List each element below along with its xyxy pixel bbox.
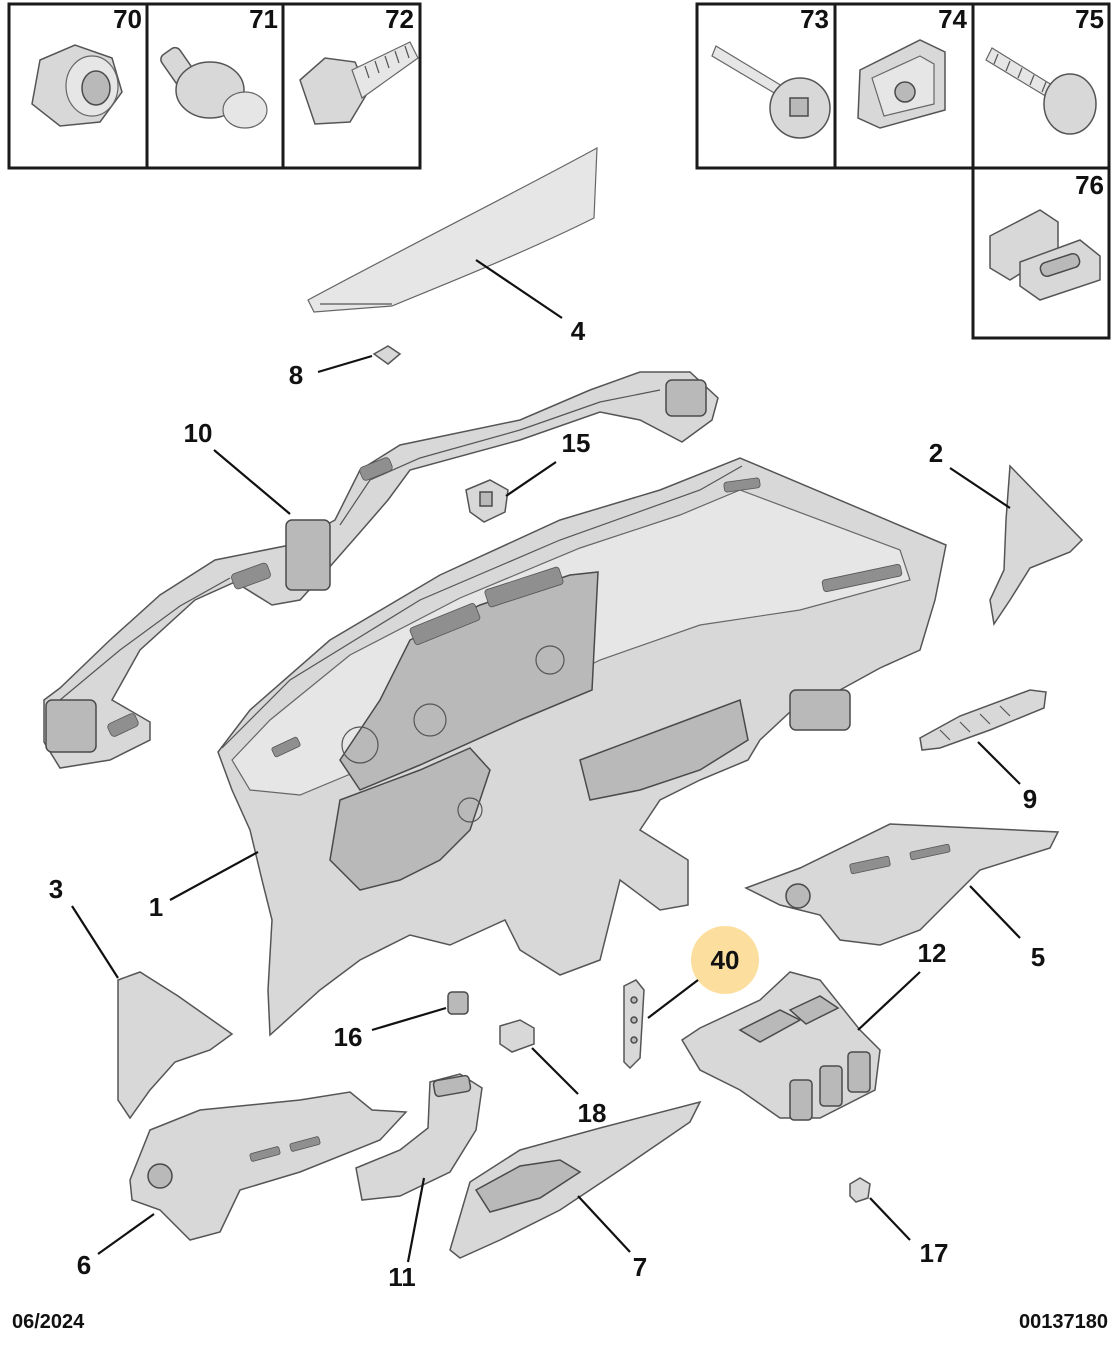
leader-12 bbox=[857, 971, 921, 1031]
leader-6 bbox=[97, 1213, 155, 1255]
hex-flange-bolt-icon bbox=[299, 41, 419, 125]
leader-9 bbox=[977, 741, 1021, 785]
leader-11 bbox=[406, 1177, 426, 1263]
part-9-bracket[interactable] bbox=[919, 689, 1047, 751]
callout-18[interactable]: 18 bbox=[578, 1098, 607, 1128]
fastener-box-70-label: 70 bbox=[113, 4, 142, 34]
part-3-left-end-trim[interactable] bbox=[117, 971, 234, 1120]
callout-16[interactable]: 16 bbox=[334, 1022, 363, 1052]
flange-nut-icon bbox=[31, 44, 123, 127]
callout-12[interactable]: 12 bbox=[918, 938, 947, 968]
leader-40 bbox=[647, 979, 699, 1019]
callout-1[interactable]: 1 bbox=[149, 892, 163, 922]
fastener-box-75[interactable]: 75 bbox=[971, 2, 1111, 170]
leader-2 bbox=[949, 467, 1011, 509]
part-8-clip[interactable] bbox=[372, 345, 402, 365]
part-1-dashboard[interactable] bbox=[217, 457, 947, 1037]
self-tapping-screw-icon bbox=[985, 47, 1097, 135]
fastener-box-73-label: 73 bbox=[800, 4, 829, 34]
callout-17[interactable]: 17 bbox=[920, 1238, 949, 1268]
fastener-box-72-label: 72 bbox=[385, 4, 414, 34]
callout-labels: 4 8 10 15 2 9 1 3 5 12 40 16 18 6 11 7 1… bbox=[49, 316, 1045, 1292]
part-4-upper-trim[interactable] bbox=[307, 146, 598, 313]
callout-3[interactable]: 3 bbox=[49, 874, 63, 904]
rectangular-clip-icon bbox=[989, 209, 1101, 301]
fastener-box-75-label: 75 bbox=[1075, 4, 1104, 34]
leader-10 bbox=[213, 449, 291, 515]
callout-6[interactable]: 6 bbox=[77, 1250, 91, 1280]
callout-2[interactable]: 2 bbox=[929, 438, 943, 468]
callout-11[interactable]: 11 bbox=[388, 1262, 416, 1292]
callout-8[interactable]: 8 bbox=[289, 360, 303, 390]
part-6-left-lower-cover[interactable] bbox=[129, 1091, 408, 1241]
fastener-box-73[interactable]: 73 bbox=[695, 2, 837, 170]
leader-16 bbox=[371, 1006, 447, 1032]
leader-17 bbox=[869, 1197, 911, 1241]
fastener-box-71-label: 71 bbox=[249, 4, 278, 34]
part-40-strip[interactable] bbox=[623, 979, 645, 1070]
fastener-box-72[interactable]: 72 bbox=[281, 2, 422, 170]
part-11-air-duct[interactable] bbox=[355, 1073, 483, 1201]
leader-5 bbox=[969, 885, 1021, 939]
part-2-right-end-trim[interactable] bbox=[989, 464, 1084, 626]
leader-lines bbox=[71, 259, 1021, 1263]
part-18-connector[interactable] bbox=[499, 1019, 535, 1053]
callout-4[interactable]: 4 bbox=[571, 316, 586, 346]
part-15-clip[interactable] bbox=[465, 479, 509, 523]
fastener-box-74[interactable]: 74 bbox=[833, 2, 975, 170]
callout-40[interactable]: 40 bbox=[711, 945, 740, 975]
leader-3 bbox=[71, 905, 119, 979]
callout-5[interactable]: 5 bbox=[1031, 942, 1045, 972]
leader-8 bbox=[317, 354, 373, 374]
footer-reference: 00137180 bbox=[1019, 1311, 1108, 1333]
part-5-right-lower-cover[interactable] bbox=[744, 823, 1060, 946]
leader-4 bbox=[475, 259, 563, 319]
part-16-block[interactable] bbox=[447, 991, 469, 1015]
fastener-box-74-label: 74 bbox=[938, 4, 967, 34]
part-10-cross-car-beam[interactable] bbox=[43, 371, 719, 769]
threaded-stud-icon bbox=[711, 45, 831, 139]
callout-15[interactable]: 15 bbox=[562, 428, 591, 458]
footer-date: 06/2024 bbox=[12, 1311, 85, 1333]
part-17-clip[interactable] bbox=[849, 1177, 871, 1203]
leader-7 bbox=[577, 1195, 631, 1253]
callout-9[interactable]: 9 bbox=[1023, 784, 1037, 814]
callout-7[interactable]: 7 bbox=[633, 1252, 647, 1282]
push-rivet-icon bbox=[160, 46, 268, 129]
leader-1 bbox=[169, 851, 259, 901]
callout-10[interactable]: 10 bbox=[184, 418, 213, 448]
part-7-glovebox[interactable] bbox=[449, 1100, 702, 1259]
spring-clip-icon bbox=[857, 39, 946, 129]
fastener-box-76-label: 76 bbox=[1075, 170, 1104, 200]
part-12-console-bracket[interactable] bbox=[680, 971, 881, 1121]
callout-40-highlight bbox=[691, 926, 759, 994]
leader-15 bbox=[505, 461, 557, 497]
fastener-box-76[interactable]: 76 bbox=[971, 166, 1111, 340]
fastener-box-71[interactable]: 71 bbox=[145, 2, 285, 170]
leader-18 bbox=[531, 1047, 579, 1095]
fastener-box-70[interactable]: 70 bbox=[7, 2, 149, 170]
